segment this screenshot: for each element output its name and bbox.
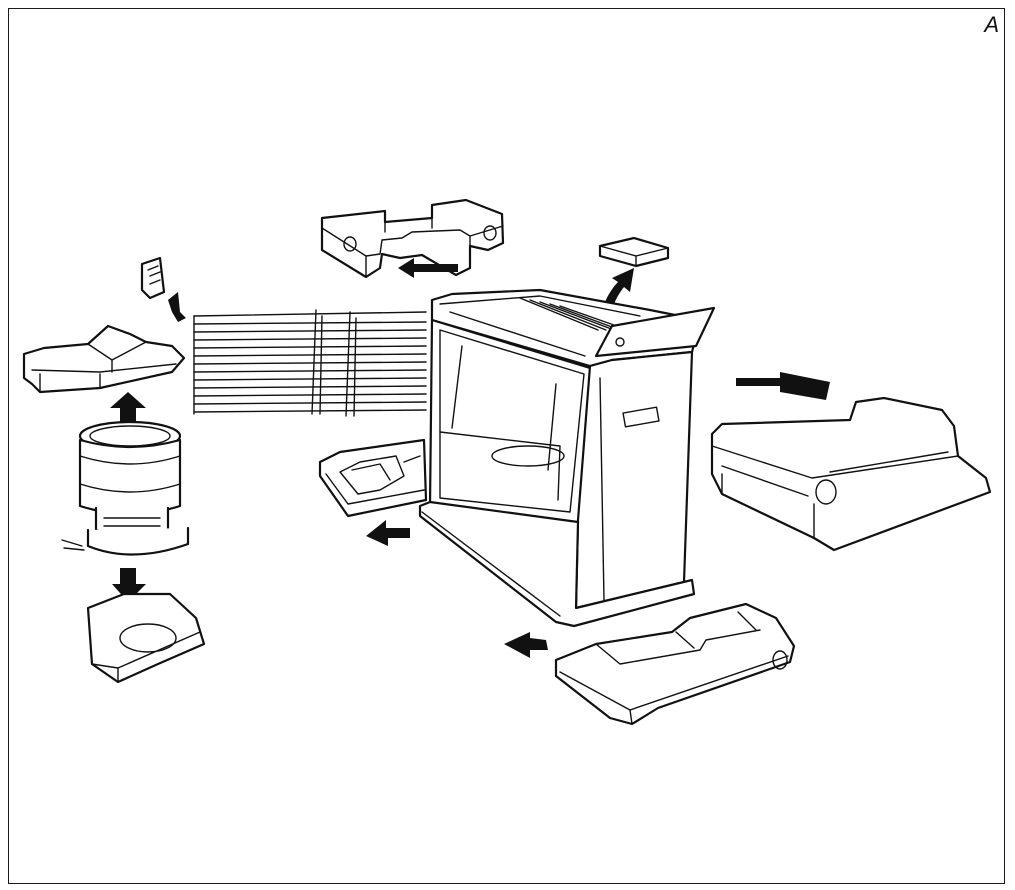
arrow-burner-down (112, 568, 146, 602)
top-bracket (320, 198, 505, 279)
front-base (554, 602, 796, 726)
arrow-leftbase-in (366, 520, 410, 546)
side-panel (710, 396, 992, 552)
heat-shield-grid (193, 309, 427, 417)
figure-frame (8, 8, 1005, 884)
burner-cylinder (61, 420, 190, 556)
arrow-panel-out (736, 372, 830, 400)
arrow-bracket-out (398, 258, 458, 278)
burner-base (86, 592, 206, 684)
burner-cap (22, 324, 186, 394)
figure-label: A (984, 12, 999, 37)
left-base (318, 438, 428, 518)
arrow-cap-lift (110, 392, 146, 426)
small-clip (140, 256, 166, 300)
stove-body (418, 288, 716, 628)
arrow-clip-out (168, 292, 186, 322)
top-cover-plate (598, 236, 670, 268)
arrow-frontbase-out (504, 632, 548, 658)
